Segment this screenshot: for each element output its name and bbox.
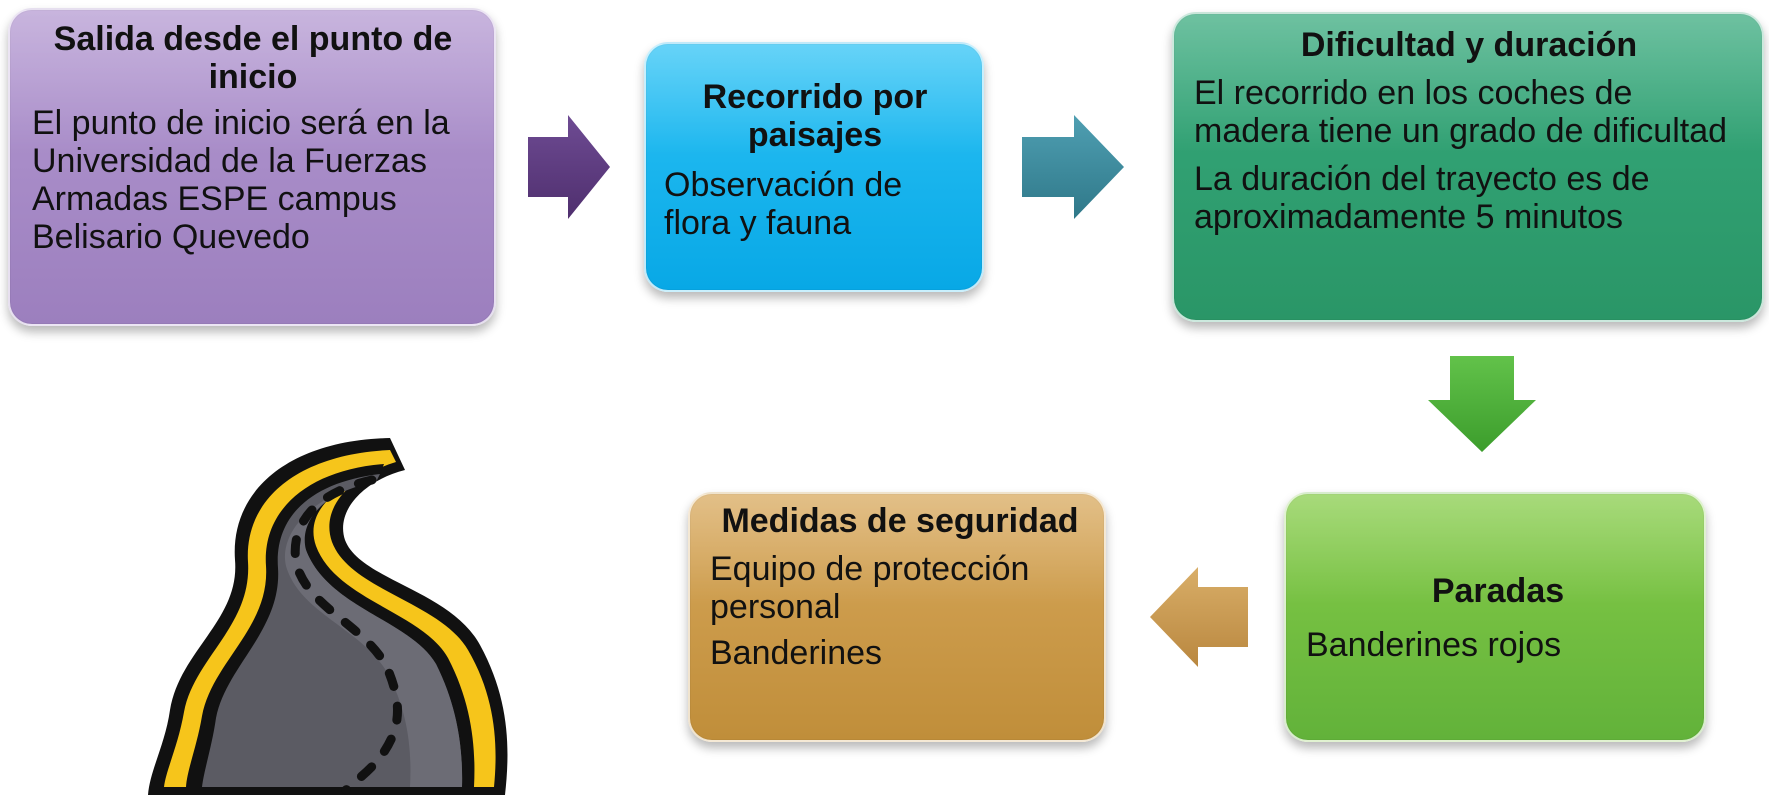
step-title: Medidas de seguridad [721, 502, 1079, 540]
step-text: El recorrido en los coches de madera tie… [1194, 74, 1728, 150]
step-box-recorrido: Recorrido por paisajes Observación de fl… [644, 42, 984, 292]
arrow-right-icon [528, 115, 610, 219]
step-title: Salida desde el punto de inicio [53, 20, 453, 96]
step-box-paradas: Paradas Banderines rojos [1284, 492, 1706, 742]
step-text: Equipo de protección personal [710, 550, 1030, 626]
arrow-left-icon [1150, 567, 1248, 667]
step-title: Dificultad y duración [1300, 26, 1638, 64]
arrow-right-icon [1022, 115, 1124, 219]
arrow-down-icon [1428, 356, 1536, 452]
step-box-salida: Salida desde el punto de inicio El punto… [8, 8, 496, 326]
step-text: Banderines rojos [1306, 626, 1562, 664]
step-title: Recorrido por paisajes [702, 78, 928, 154]
winding-road-icon [148, 438, 508, 795]
step-text: Observación de flora y fauna [664, 166, 903, 242]
step-box-medidas: Medidas de seguridad Equipo de protecció… [688, 492, 1106, 742]
step-text: El punto de inicio será en la Universida… [32, 104, 450, 256]
step-box-dificultad: Dificultad y duración El recorrido en lo… [1172, 12, 1764, 322]
step-text: La duración del trayecto es de aproximad… [1194, 160, 1650, 236]
step-title: Paradas [1431, 572, 1565, 610]
step-text: Banderines [710, 634, 883, 672]
